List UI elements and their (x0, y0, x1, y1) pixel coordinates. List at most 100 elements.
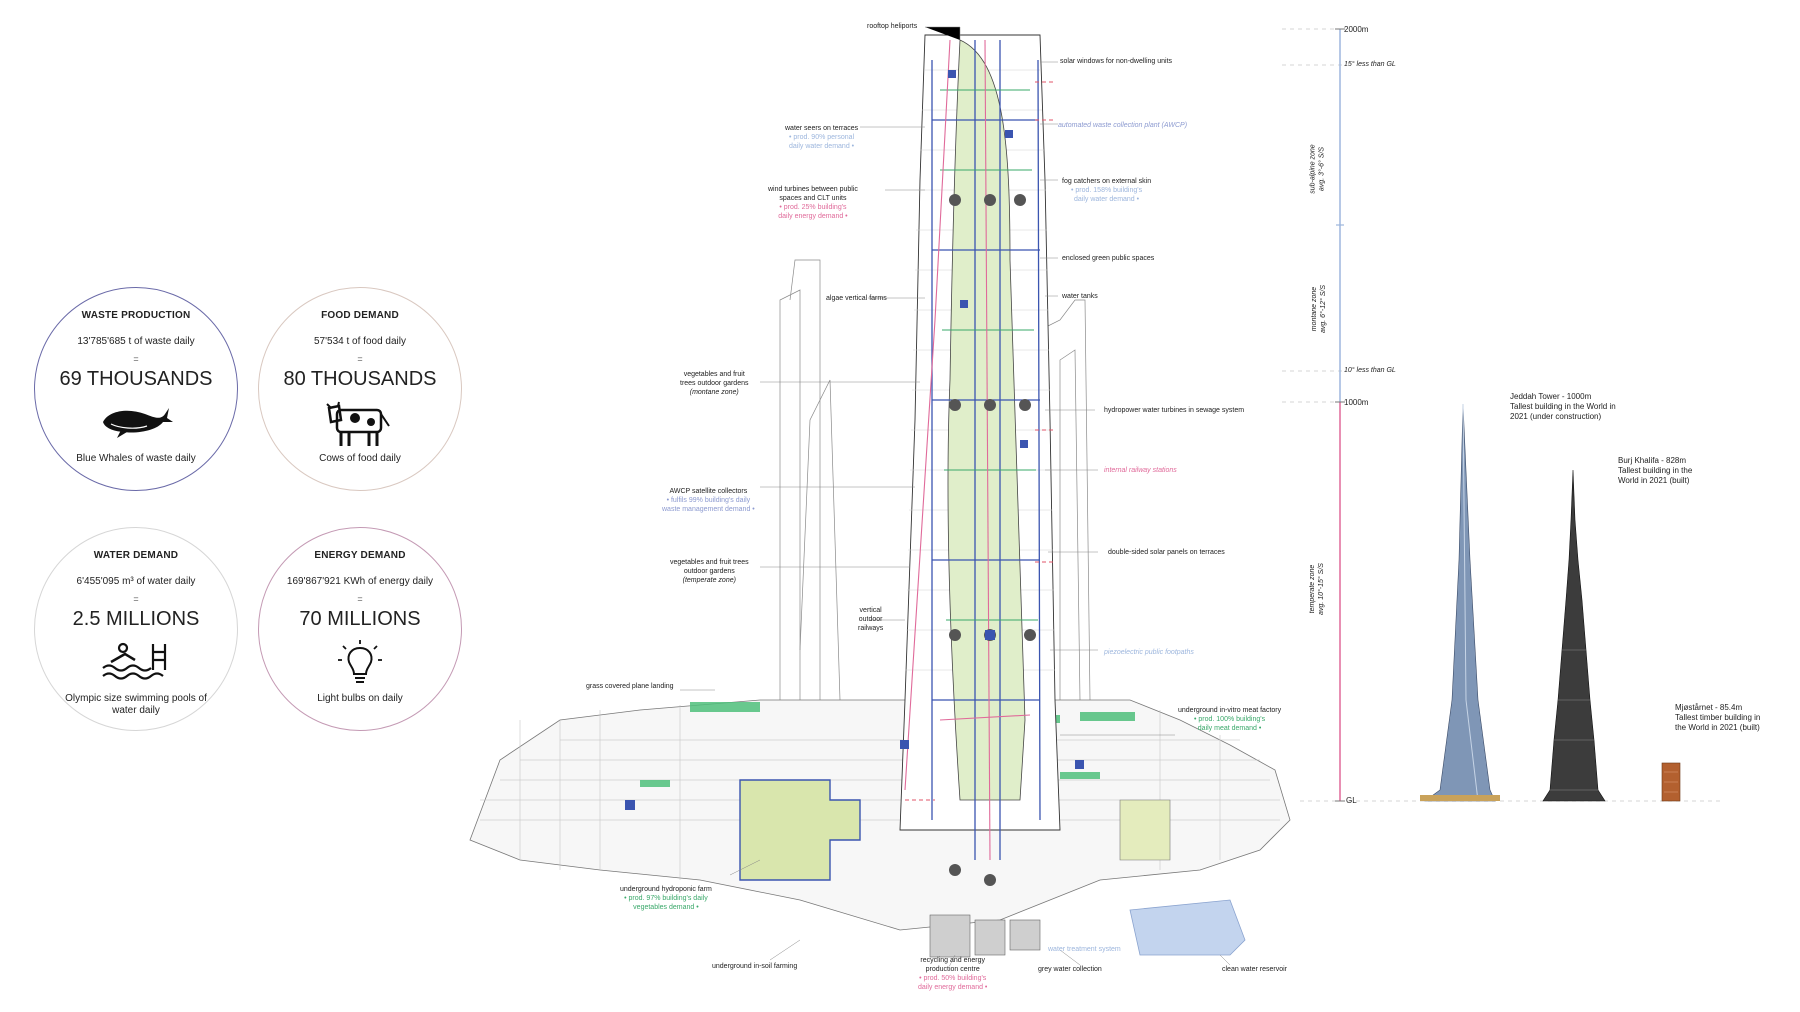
stat-subtitle: 6'455'095 m³ of water daily (76, 576, 196, 587)
stat-equals: = (133, 594, 139, 604)
stat-equals: = (133, 354, 139, 364)
label-vertical-railways: vertical outdoor railways (858, 606, 883, 633)
light-bulb-icon (338, 640, 382, 683)
label-line: • prod. 97% building's daily (624, 895, 708, 902)
zone-subalpine: sub-alpine zone avg. 3°-6° S/S (1309, 144, 1327, 193)
label-grey-water: grey water collection (1038, 966, 1102, 973)
scale-label-2000m: 2000m (1344, 25, 1369, 34)
label-green-public-spaces: enclosed green public spaces (1062, 255, 1155, 262)
label-hydroponic-farm: underground hydroponic farm • prod. 97% … (620, 885, 712, 912)
clean-water-reservoir (1129, 899, 1246, 956)
label-line: outdoor (858, 616, 883, 623)
jeddah-tower-label: Jeddah Tower - 1000m Tallest building in… (1510, 392, 1616, 422)
stat-caption: Olympic size swimming pools of water dai… (65, 693, 207, 716)
label-fog-catchers: fog catchers on external skin • prod. 15… (1062, 177, 1151, 204)
label-piezoelectric: piezoelectric public footpaths (1104, 649, 1194, 656)
label-line: • prod. 25% building's (779, 204, 847, 211)
label-line: vegetables and fruit (683, 371, 745, 378)
stat-title: WATER DEMAND (93, 550, 179, 561)
mjostarnet-label: Mjøstårnet - 85.4m Tallest timber buildi… (1675, 703, 1760, 733)
label-line: (temperate zone) (682, 577, 736, 584)
stat-caption: Cows of food daily (319, 453, 401, 464)
whale-icon (103, 408, 173, 438)
green-core (947, 39, 1026, 801)
label-rooftop-heliports: rooftop heliports (867, 23, 918, 30)
waste-production-circle: WASTE PRODUCTION 13'785'685 t of waste d… (34, 287, 238, 491)
scale-label-10-less: 10° less than GL (1344, 367, 1396, 374)
building-name: Mjøstårnet - 85.4m (1675, 703, 1743, 712)
scale-label-15-less: 15° less than GL (1344, 61, 1396, 68)
zone-line: temperate zone (1308, 564, 1316, 614)
label-insoil-farming: underground in-soil farming (712, 963, 798, 970)
building-desc: 2021 (under construction) (1510, 412, 1602, 421)
label-awcp-satellite: AWCP satellite collectors • fulfils 99% … (662, 487, 755, 514)
label-awcp: automated waste collection plant (AWCP) (1058, 122, 1188, 129)
base-podium (469, 699, 1291, 931)
label-hydropower: hydropower water turbines in sewage syst… (1104, 407, 1245, 414)
label-line: water seers on terraces (785, 125, 859, 132)
label-line: (montane zone) (689, 389, 739, 396)
label-line: • fulfils 99% building's daily (666, 497, 751, 504)
zone-temperate: temperate zone avg. 10°-15° S/S (1308, 563, 1326, 615)
label-line: recycling and energy (920, 957, 985, 964)
stat-title: FOOD DEMAND (321, 310, 399, 321)
stat-value: 2.5 MILLIONS (72, 608, 200, 630)
stat-subtitle: 169'867'921 KWh of energy daily (286, 576, 434, 587)
stat-title: ENERGY DEMAND (314, 550, 406, 561)
label-line: fog catchers on external skin (1062, 178, 1152, 185)
label-veg-montane: vegetables and fruit trees outdoor garde… (680, 370, 749, 397)
label-line: daily water demand • (1074, 196, 1140, 203)
stat-equals: = (357, 594, 363, 604)
label-water-seers: water seers on terraces • prod. 90% pers… (785, 124, 858, 151)
label-line: spaces and CLT units (779, 195, 847, 202)
hydroponic-farm-zone (739, 779, 861, 881)
label-line: railways (858, 625, 884, 632)
building-desc: Tallest building in the World in (1510, 402, 1616, 411)
label-line: underground in-vitro meat factory (1178, 707, 1282, 714)
label-water-tanks: water tanks (1062, 293, 1098, 300)
label-solar-panels: double-sided solar panels on terraces (1108, 549, 1225, 556)
stat-caption: Blue Whales of waste daily (76, 453, 196, 464)
stat-subtitle: 13'785'685 t of waste daily (77, 336, 195, 347)
label-line: daily water demand • (789, 143, 855, 150)
label-line: daily energy demand • (778, 213, 848, 220)
label-line: underground hydroponic farm (620, 886, 712, 893)
label-grass-landing: grass covered plane landing (586, 683, 674, 690)
burj-khalifa-label: Burj Khalifa - 828m Tallest building in … (1618, 456, 1692, 486)
water-demand-circle: WATER DEMAND 6'455'095 m³ of water daily… (34, 527, 238, 731)
label-line: • prod. 158% building's (1070, 187, 1143, 194)
label-algae-farms: algae vertical farms (826, 295, 887, 302)
label-line: • prod. 100% building's (1193, 716, 1266, 723)
label-recycling-centre: recycling and energy production centre •… (918, 956, 987, 992)
label-line: AWCP satellite collectors (669, 488, 748, 495)
zone-line: avg. 10°-15° S/S (1317, 563, 1325, 615)
label-line: daily meat demand • (1197, 725, 1262, 732)
vertical-railway (904, 39, 951, 791)
building-desc: Tallest building in the (1618, 466, 1693, 475)
label-line: daily energy demand • (918, 984, 988, 991)
zone-line: avg. 6°-12° S/S (1320, 284, 1328, 334)
building-desc: World in 2021 (built) (1618, 476, 1690, 485)
stat-title: WASTE PRODUCTION (81, 310, 191, 321)
stat-value: 80 THOUSANDS (283, 368, 437, 390)
building-desc: the World in 2021 (built) (1675, 723, 1760, 732)
label-meat-factory: underground in-vitro meat factory • prod… (1178, 706, 1281, 733)
label-line: vegetables demand • (633, 904, 699, 911)
zone-line: avg. 3°-6° S/S (1318, 146, 1326, 192)
label-line: vertical (859, 607, 882, 614)
zone-line: montane zone (1311, 286, 1319, 332)
zone-line: sub-alpine zone (1309, 144, 1317, 194)
label-line: waste management demand • (662, 506, 755, 513)
label-line: production centre (925, 966, 980, 973)
label-solar-windows: solar windows for non-dwelling units (1060, 58, 1173, 65)
label-line: vegetables and fruit trees (670, 559, 749, 566)
zone-montane: montane zone avg. 6°-12° S/S (1310, 285, 1328, 333)
building-name: Burj Khalifa - 828m (1618, 456, 1687, 465)
label-line: outdoor gardens (683, 568, 735, 575)
label-wind-turbines: wind turbines between public spaces and … (768, 185, 858, 221)
label-line: wind turbines between public (768, 186, 858, 193)
label-line: trees outdoor gardens (680, 380, 749, 387)
building-desc: Tallest timber building in (1675, 713, 1761, 722)
scale-label-1000m: 1000m (1344, 398, 1369, 407)
